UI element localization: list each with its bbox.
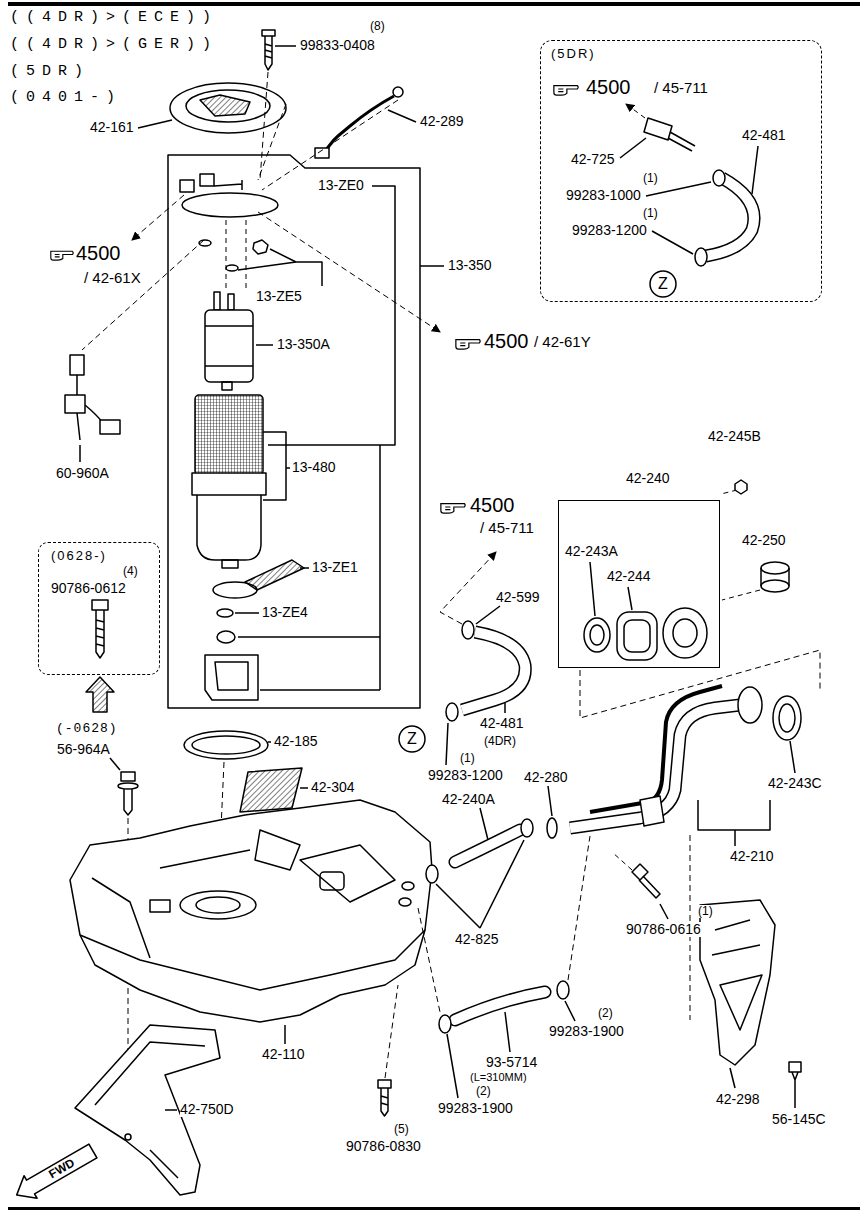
applicability-note: ((4DR)>(GER)) [10, 37, 218, 54]
callout-number: / 45-711 [480, 520, 534, 537]
callout-number: 42-185 [274, 734, 318, 749]
callout-number: 13-ZE5 [256, 289, 302, 304]
callout-number: / 42-61Y [534, 334, 591, 351]
group-heading: 42-240 [626, 471, 670, 486]
callout-number: (2) [598, 1007, 613, 1020]
callout-letter: Z [658, 275, 668, 293]
callout-number: 42-750D [180, 1102, 234, 1117]
callout-letter: Z [407, 730, 417, 748]
callout-number: 13-480 [292, 460, 336, 475]
applicability-note: (0401-) [10, 90, 122, 107]
callout-number: 42-280 [524, 770, 568, 785]
callout-number: (5) [394, 1123, 409, 1136]
callout-number: 42-304 [311, 780, 355, 795]
group-box: (0628-) (4) 90786-0612 [38, 542, 160, 675]
callout-number: (8) [370, 20, 385, 33]
callout-number: 42-210 [730, 849, 774, 864]
callout-number: (4DR) [484, 735, 516, 748]
callout-number: 42-244 [607, 569, 651, 584]
callout-number: (L=310MM) [470, 1071, 527, 1083]
callout-number: (1) [643, 172, 658, 185]
group-heading: (0628-) [51, 549, 107, 563]
callout-number: 13-350 [448, 258, 492, 273]
applicability-note: ((4DR)>(ECE)) [10, 10, 218, 27]
callout-number: 42-250 [742, 533, 786, 548]
callout-number: 90786-0612 [51, 581, 126, 596]
callout-number: (4) [123, 565, 138, 578]
callout-number: 93-5714 [486, 1055, 537, 1070]
callout-number: 42-243A [565, 544, 618, 559]
callout-number: (1) [698, 905, 713, 918]
callout-number: 4500 [470, 494, 515, 516]
callout-number: 42-725 [571, 152, 615, 167]
callout-number: / 42-61X [84, 270, 141, 287]
callout-number: 42-481 [742, 128, 786, 143]
callout-circle: Z [649, 270, 677, 298]
callout-circle: Z [398, 725, 426, 753]
callout-number: 90786-0830 [346, 1139, 421, 1154]
callout-number: 42-240A [442, 792, 495, 807]
callout-number: 99283-1900 [438, 1101, 513, 1116]
callout-number: 42-289 [420, 114, 464, 129]
callout-number: 56-145C [772, 1112, 826, 1127]
callout-number: 4500 [76, 242, 121, 264]
callout-number: 13-ZE4 [262, 605, 308, 620]
callout-number: 42-243C [768, 776, 822, 791]
callout-number: 13-350A [277, 337, 330, 352]
callout-number: 42-161 [90, 120, 134, 135]
callout-number: 13-ZE1 [312, 560, 358, 575]
callout-number: 42-599 [496, 590, 540, 605]
callout-number: 42-825 [455, 932, 499, 947]
callout-number: (2) [476, 1085, 491, 1098]
callout-number: 60-960A [56, 466, 109, 481]
applicability-note: (5DR) [10, 64, 90, 81]
callout-number: 90786-0616 [626, 922, 701, 937]
callout-number: 56-964A [57, 742, 110, 757]
callout-number: 99283-1200 [428, 768, 503, 783]
callout-number: 42-481 [480, 716, 524, 731]
callout-number: 42-298 [716, 1092, 760, 1107]
callout-number: 42-245B [708, 429, 761, 444]
callout-number: 4500 [586, 76, 631, 98]
callout-number: (-0628) [56, 722, 118, 736]
callout-number: 99833-0408 [300, 38, 375, 53]
callout-number: / 45-711 [654, 80, 708, 97]
callout-number: 42-110 [262, 1047, 305, 1062]
group-heading: (5DR) [551, 47, 596, 61]
callout-number: 99283-1000 [566, 188, 641, 203]
callout-number: 99283-1900 [549, 1024, 624, 1039]
callout-number: 4500 [484, 330, 529, 352]
callout-number: (1) [460, 752, 475, 765]
callout-number: 13-ZE0 [318, 178, 364, 193]
callout-number: 99283-1200 [572, 223, 647, 238]
callout-number: (1) [643, 207, 658, 220]
